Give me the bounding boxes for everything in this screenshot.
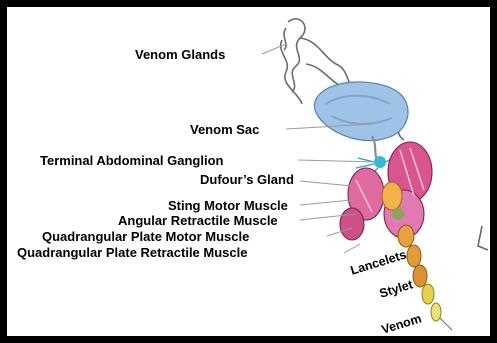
label-venom-glands: Venom Glands <box>135 47 225 62</box>
stylet-drawing <box>422 284 441 321</box>
label-venom-sac: Venom Sac <box>190 122 259 137</box>
label-angular-retractile-muscle: Angular Retractile Muscle <box>118 213 278 228</box>
label-terminal-abdominal-ganglion: Terminal Abdominal Ganglion <box>40 153 223 168</box>
edge-sketch <box>478 226 488 250</box>
label-quadrangular-plate-retractile-muscle: Quadrangular Plate Retractile Muscle <box>17 245 247 260</box>
label-sting-motor-muscle: Sting Motor Muscle <box>168 198 288 213</box>
label-quadrangular-plate-motor-muscle: Quadrangular Plate Motor Muscle <box>42 229 249 244</box>
venom-sac-drawing <box>314 82 408 141</box>
venom-tip-drawing <box>440 318 452 330</box>
label-dufours-gland: Dufour’s Gland <box>200 172 294 187</box>
